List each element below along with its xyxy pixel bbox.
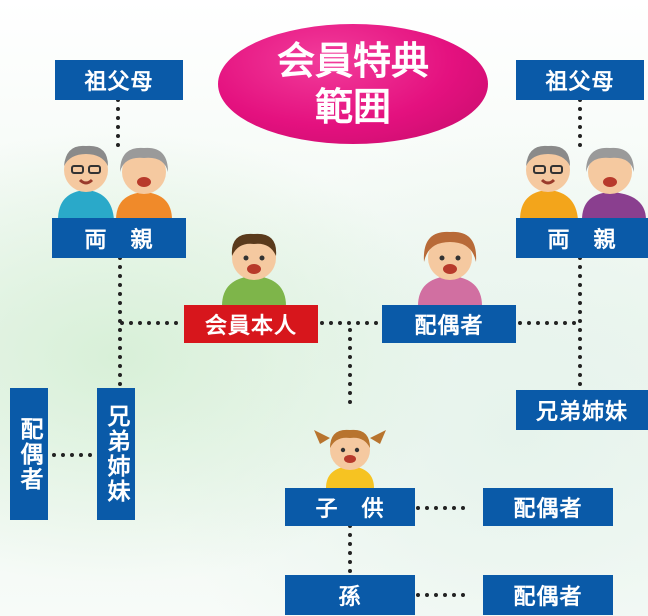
grandchild-spouse-box: 配偶者 xyxy=(483,575,613,615)
member-box: 会員本人 xyxy=(184,305,318,343)
spouse-illustration xyxy=(418,231,482,306)
grandparents-right-illustration xyxy=(520,145,646,220)
title-line1: 会員特典 xyxy=(276,39,429,83)
child-spouse-box: 配偶者 xyxy=(483,488,613,526)
child-illustration xyxy=(314,429,386,488)
child-box: 子 供 xyxy=(285,488,415,526)
grandparents-right-box: 祖父母 xyxy=(516,60,644,100)
member-illustration xyxy=(222,233,286,306)
spouse-box: 配偶者 xyxy=(382,305,516,343)
siblings-spouse-left-box: 配偶者 xyxy=(10,388,48,520)
parents-right-box: 両 親 xyxy=(516,218,648,258)
grandchild-box: 孫 xyxy=(285,575,415,615)
title-bubble: 会員特典 範囲 xyxy=(218,24,488,144)
title-line2: 範囲 xyxy=(314,85,391,129)
siblings-left-box: 兄弟姉妹 xyxy=(97,388,135,520)
grandparents-left-box: 祖父母 xyxy=(55,60,183,100)
grandparents-left-illustration xyxy=(58,145,172,220)
siblings-right-box: 兄弟姉妹 xyxy=(516,390,648,430)
parents-left-box: 両 親 xyxy=(52,218,186,258)
